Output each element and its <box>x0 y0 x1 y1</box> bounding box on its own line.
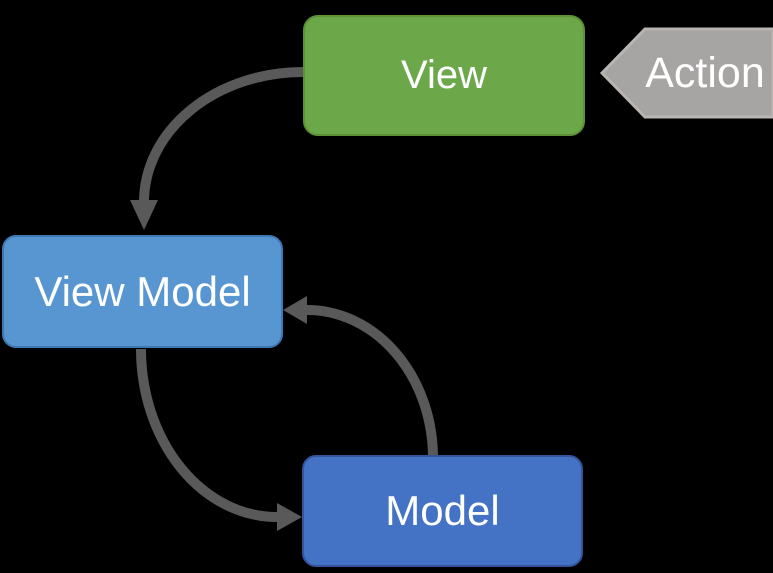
arrow-viewmodel-to-model-curve <box>136 348 278 522</box>
arrow-viewmodel-to-model-head <box>277 503 302 531</box>
action-pentagon-shape <box>599 27 773 119</box>
node-view-label: View <box>401 53 487 97</box>
arrow-model-to-viewmodel <box>283 296 438 459</box>
arrow-view-to-viewmodel <box>130 67 304 230</box>
arrow-viewmodel-to-model <box>136 348 302 531</box>
arrow-view-to-viewmodel-head <box>130 200 158 230</box>
node-model: Model <box>302 455 583 567</box>
node-view-model: View Model <box>2 235 283 348</box>
node-model-label: Model <box>385 487 500 534</box>
action-label: Action <box>645 48 765 97</box>
node-view-model-label: View Model <box>34 267 251 315</box>
arrow-model-to-viewmodel-curve <box>306 305 438 459</box>
arrow-view-to-viewmodel-curve <box>139 67 304 203</box>
node-view: View <box>303 15 585 136</box>
arrow-model-to-viewmodel-head <box>283 296 307 324</box>
